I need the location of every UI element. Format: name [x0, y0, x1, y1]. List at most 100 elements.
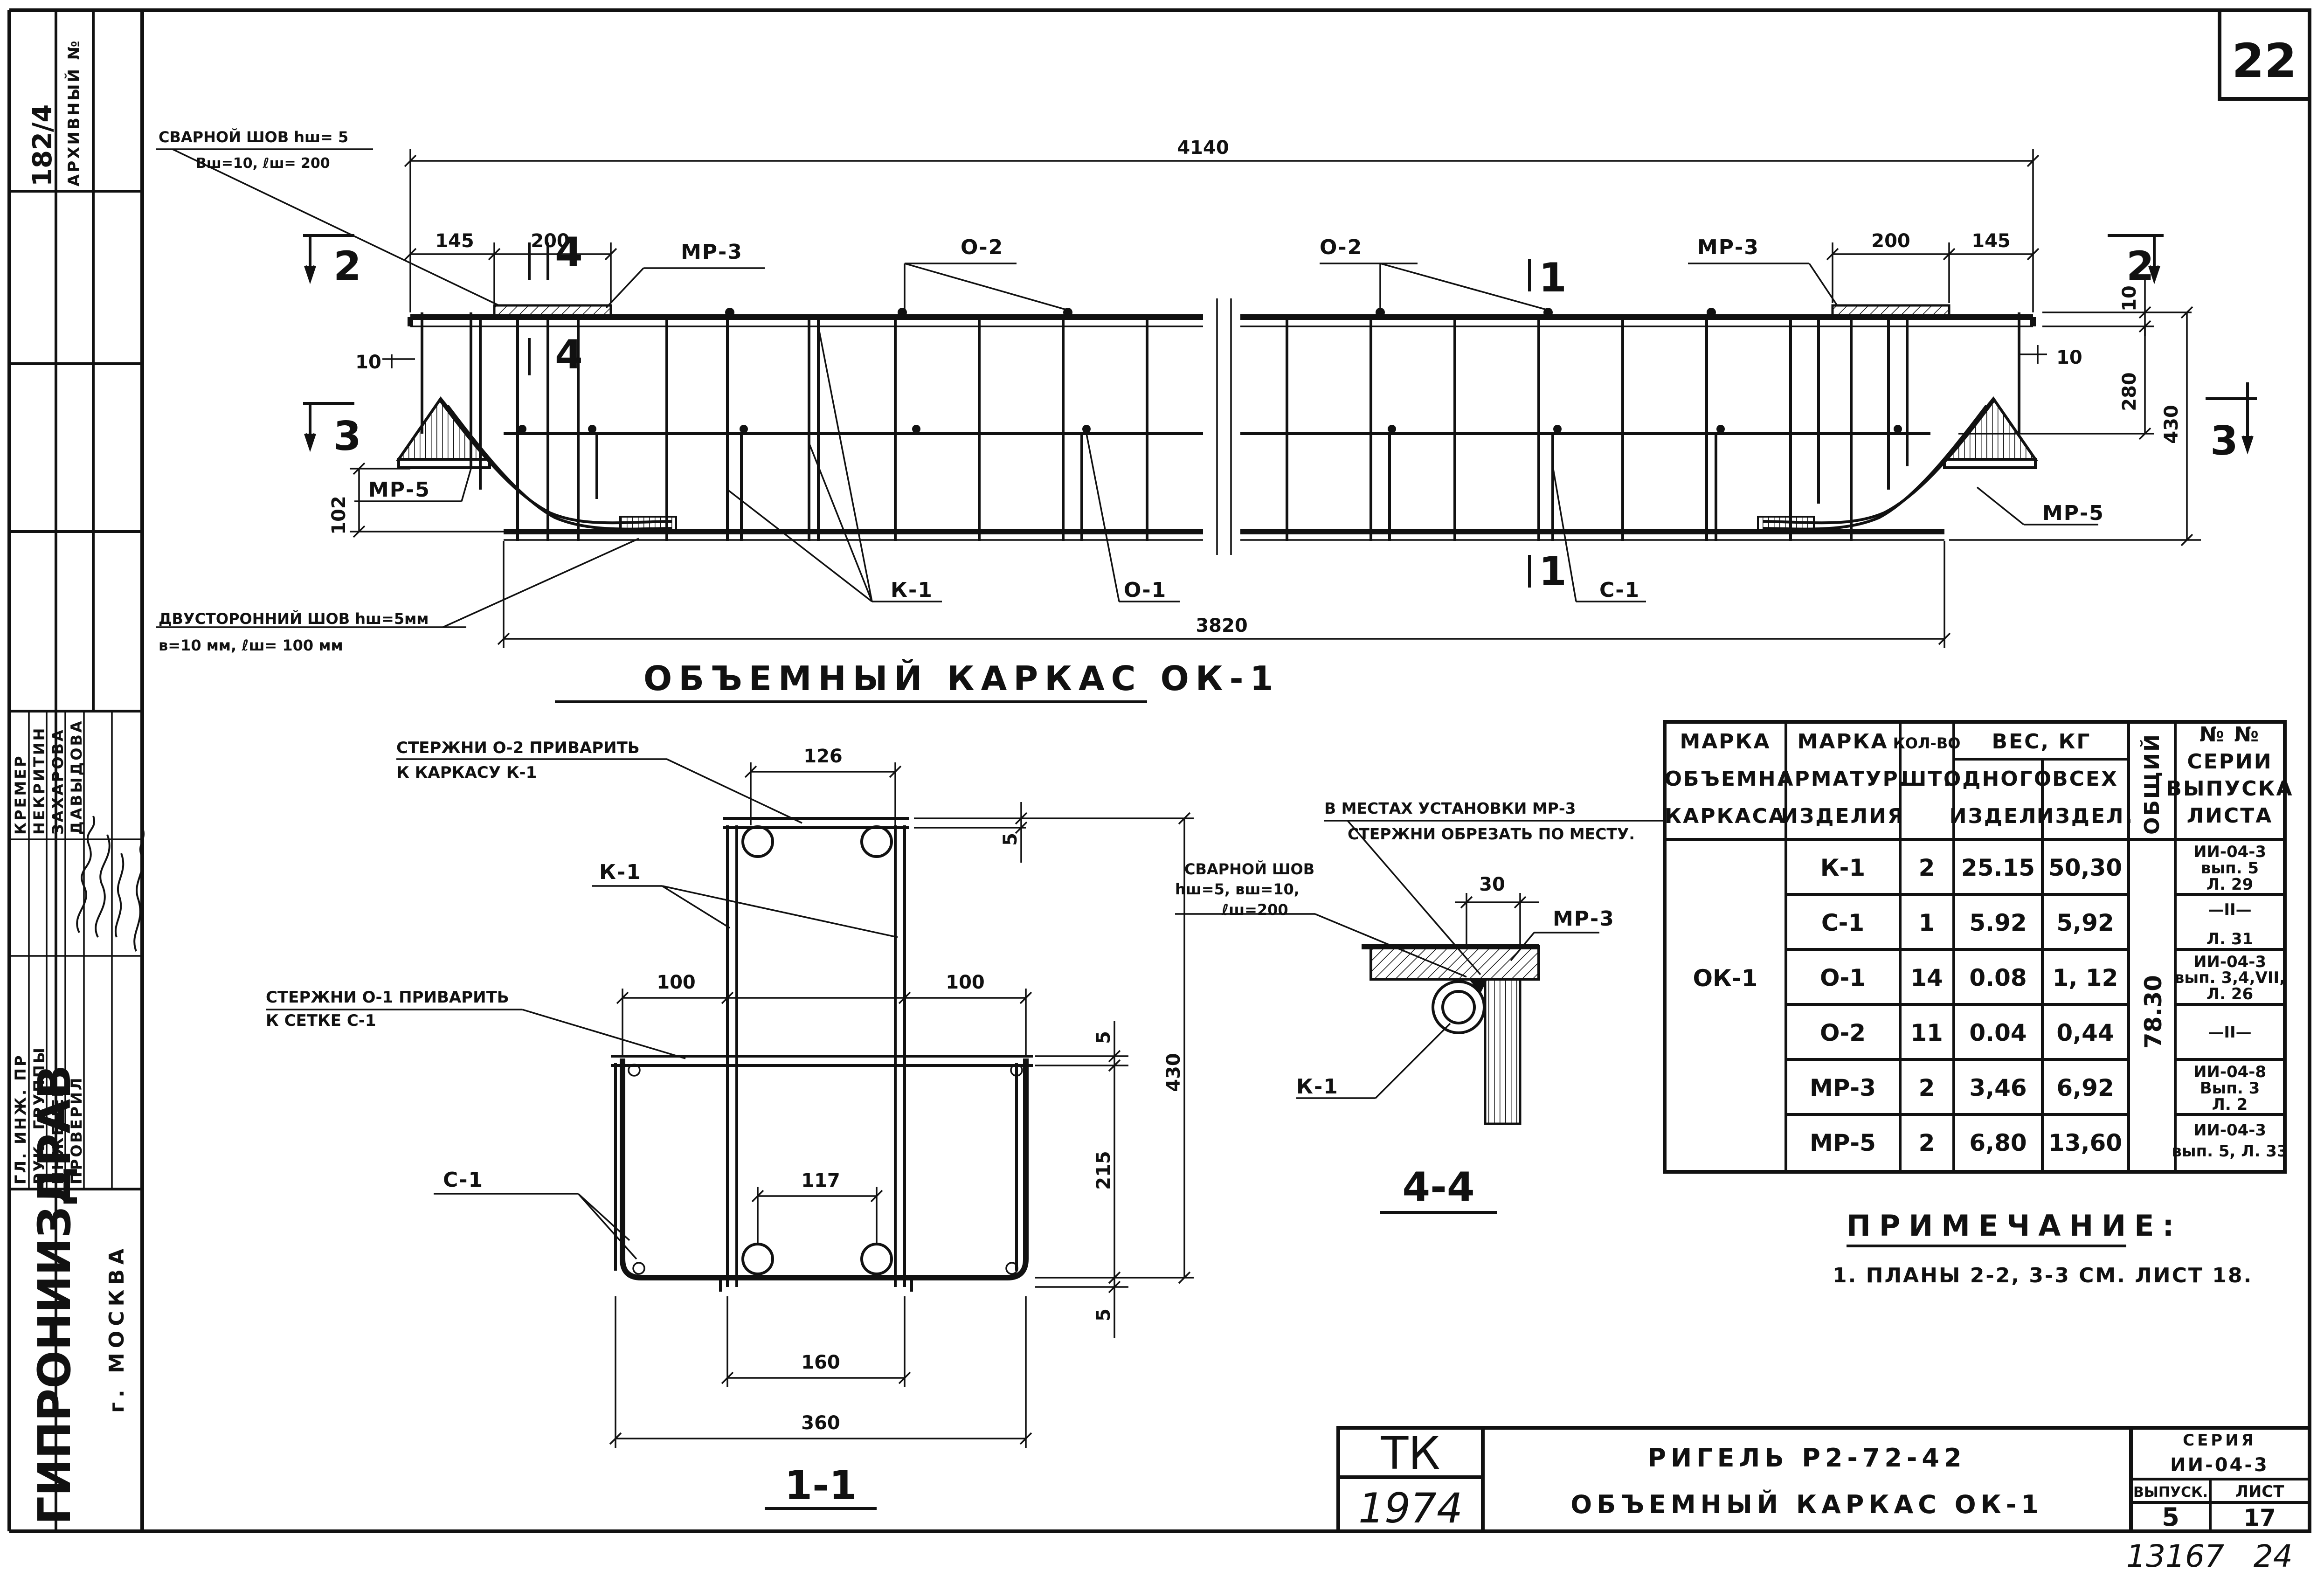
cell-ref-mp3-1: ИИ-04-8 — [2193, 1063, 2266, 1081]
cell-one-mp3: 3,46 — [1969, 1074, 2027, 1101]
archive-label: АРХИВНЫЙ № — [64, 39, 83, 187]
weld-44-line2: hш=5, вш=10, — [1175, 880, 1300, 898]
label-mp5-right: МР-5 — [2042, 501, 2104, 525]
cell-qty-k1: 2 — [1919, 854, 1935, 881]
cell-all-o2: 0,44 — [2056, 1019, 2114, 1046]
note-o1-line1: СТЕРЖНИ О-1 ПРИВАРИТЬ — [266, 988, 509, 1007]
footer-number: 13167 24 — [2126, 1538, 2293, 1574]
weld-bot-line2: в=10 мм, ℓш= 100 мм — [159, 636, 343, 654]
cell-mark-k1: К-1 — [1820, 854, 1865, 881]
org-city: г. МОСКВА — [105, 1244, 129, 1413]
cell-ref-o2-1: —II— — [2208, 1023, 2251, 1042]
section-1-1-title: 1-1 — [784, 1462, 857, 1509]
th-ref-4: ЛИСТА — [2187, 804, 2273, 828]
section-4-4-title: 4-4 — [1402, 1164, 1474, 1211]
signatures — [76, 816, 145, 952]
cell-ref-mp3-3: Л. 2 — [2212, 1095, 2248, 1114]
title-line1: РИГЕЛЬ Р2-72-42 — [1647, 1443, 1966, 1473]
dim-360: 360 — [801, 1412, 840, 1434]
weld-top-line1: СВАРНОЙ ШОВ hш= 5 — [159, 128, 348, 146]
archive-number: 182/4 — [28, 104, 58, 187]
cell-qty-o1: 14 — [1910, 964, 1943, 991]
label-k1-elev: К-1 — [891, 578, 933, 602]
issue-value: 5 — [2162, 1502, 2179, 1532]
stamp-name-4: ДАВЫДОВА — [68, 719, 85, 835]
dim-10-left: 10 — [355, 352, 381, 373]
cell-all-c1: 5,92 — [2056, 909, 2114, 936]
sheet-label: ЛИСТ — [2235, 1482, 2285, 1501]
th-qty-1: КОЛ-ВО — [1893, 734, 1961, 752]
elevation-view — [396, 298, 2038, 555]
th-total: ОБЩИЙ — [2139, 733, 2164, 835]
dim-215: 215 — [1093, 1151, 1114, 1190]
org-name: ГИПРОНИИЗДРАВ — [28, 1065, 81, 1525]
dim-10-top: 10 — [2119, 285, 2140, 311]
label-c1-elev: С-1 — [1599, 578, 1640, 602]
dim-145-left: 145 — [435, 230, 474, 252]
cell-frame-mark: ОК-1 — [1693, 965, 1758, 992]
title-line2: ОБЪЕМНЫЙ КАРКАС ОК-1 — [1570, 1490, 2043, 1519]
th-ref-3: ВЫПУСКА — [2166, 777, 2293, 801]
th-one-2: ИЗДЕЛ. — [1950, 804, 2047, 828]
cell-ref-mp5-1: ИИ-04-3 — [2193, 1121, 2266, 1140]
th-frame-2: ОБЪЕМН. — [1665, 767, 1786, 791]
label-c1-section: С-1 — [443, 1168, 484, 1192]
th-frame-3: КАРКАСА — [1665, 804, 1786, 828]
cell-ref-mp5-2: вып. 5, Л. 33 — [2172, 1142, 2288, 1161]
th-qty-2: ШТ. — [1901, 767, 1952, 791]
issue-label: ВЫПУСК. — [2133, 1484, 2208, 1501]
title-tk: ТК — [1381, 1427, 1440, 1480]
section-4-4 — [1362, 893, 1540, 1125]
dim-4140: 4140 — [1177, 137, 1229, 159]
cell-one-o2: 0.04 — [1969, 1019, 2027, 1046]
cut-marks — [303, 234, 2257, 588]
stamp-role-4: ПРОВЕРИЛ — [68, 1076, 85, 1185]
dim-200-right: 200 — [1871, 230, 1910, 252]
note-o1-line2: К СЕТКЕ С-1 — [266, 1011, 376, 1030]
label-k1-44: К-1 — [1296, 1075, 1339, 1099]
series-label: СЕРИЯ — [2183, 1431, 2256, 1450]
cut-1-bottom: 1 — [1539, 548, 1567, 595]
dim-100-left: 100 — [657, 972, 696, 993]
cell-ref-o1-2: вып. 3,4,VII, — [2174, 968, 2285, 987]
spec-table-grid — [1663, 720, 2287, 1174]
stamp-role-2: РУК. ГРУППЫ — [30, 1046, 48, 1184]
cell-ref-c1-1: —II— — [2208, 900, 2251, 919]
dim-117: 117 — [801, 1170, 840, 1191]
cell-ref-k1-2: вып. 5 — [2201, 859, 2259, 878]
dim-126: 126 — [803, 746, 843, 767]
cell-ref-mp3-2: Вып. 3 — [2200, 1079, 2260, 1098]
dim-3820: 3820 — [1196, 615, 1247, 636]
weld-44-line3: ℓш=200 — [1221, 901, 1288, 919]
note-text: 1. ПЛАНЫ 2-2, 3-3 СМ. ЛИСТ 18. — [1833, 1264, 2253, 1287]
label-o2-left: О-2 — [961, 235, 1003, 259]
note-44-line1: В МЕСТАХ УСТАНОВКИ МР-3 — [1324, 799, 1576, 817]
cell-all-k1: 50,30 — [2048, 854, 2122, 881]
stamp-name-1: КРЕМЕР — [12, 754, 29, 835]
section-1-1-leaders — [266, 758, 898, 1260]
note-44-line2: СТЕРЖНИ ОБРЕЗАТЬ ПО МЕСТУ. — [1348, 825, 1635, 843]
cut-2-left: 2 — [333, 243, 361, 290]
th-ref-2: СЕРИИ — [2187, 750, 2272, 774]
label-o2-right: О-2 — [1320, 235, 1363, 259]
side-stamp — [9, 10, 142, 1531]
cell-mark-o1: О-1 — [1820, 964, 1866, 991]
cell-mark-c1: С-1 — [1821, 909, 1864, 936]
cell-all-mp5: 13,60 — [2048, 1129, 2122, 1156]
cell-ref-o1-1: ИИ-04-3 — [2193, 953, 2266, 971]
sheet-number: 22 — [2232, 34, 2296, 88]
title-block-grid — [1336, 1426, 2311, 1533]
cut-1-top: 1 — [1539, 255, 1567, 301]
cell-ref-k1-3: Л. 29 — [2206, 875, 2253, 894]
dim-200-left: 200 — [531, 230, 570, 252]
label-k1-section: К-1 — [599, 860, 642, 884]
cell-ref-c1-2: Л. 31 — [2206, 930, 2253, 948]
th-all-2: ИЗДЕЛ. — [2037, 804, 2134, 828]
dim-430-section: 430 — [1163, 1053, 1184, 1092]
label-mp5-left: МР-5 — [368, 478, 430, 502]
dim-30: 30 — [1479, 874, 1505, 895]
weld-top-line2: Вш=10, ℓш= 200 — [196, 155, 330, 172]
cell-one-o1: 0.08 — [1969, 964, 2027, 991]
stamp-role-3: ИНЖЕНЕР — [49, 1084, 67, 1184]
